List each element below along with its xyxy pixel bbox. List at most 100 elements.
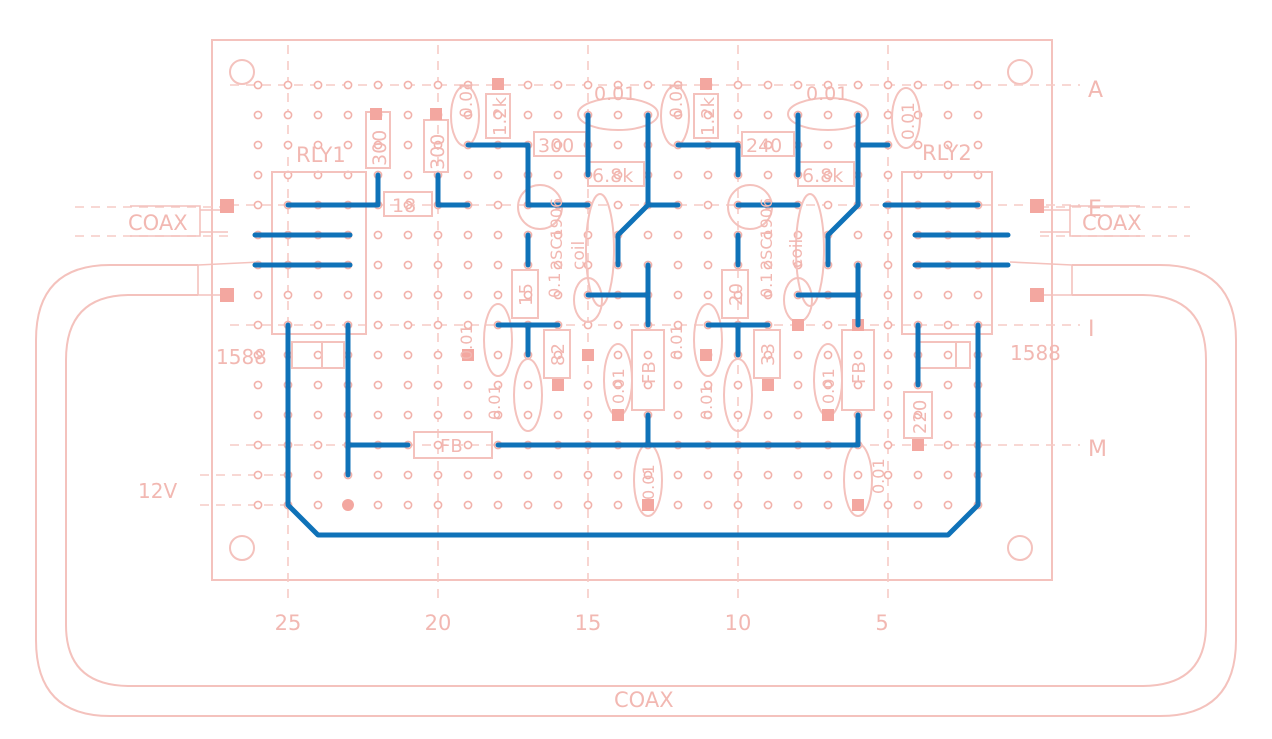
relay-label-1: RLY1 — [296, 143, 346, 167]
board-hole — [373, 410, 383, 420]
board-hole — [373, 380, 383, 390]
board-hole — [403, 110, 413, 120]
capacitor-label: 0.01 — [594, 83, 636, 105]
column-label-25: 25 — [275, 611, 302, 635]
board-hole — [703, 470, 713, 480]
board-hole — [883, 230, 893, 240]
board-hole — [583, 380, 593, 390]
board-hole — [253, 410, 263, 420]
board-hole — [853, 350, 863, 360]
resistor-label: 20 — [726, 283, 747, 306]
relay-label-2: RLY2 — [922, 141, 972, 165]
board-hole — [673, 500, 683, 510]
board-hole — [463, 470, 473, 480]
column-label-5: 5 — [875, 611, 888, 635]
board-hole — [913, 470, 923, 480]
board-hole — [463, 170, 473, 180]
board-hole — [973, 110, 983, 120]
board-hole — [733, 410, 743, 420]
board-hole — [763, 410, 773, 420]
board-hole — [403, 80, 413, 90]
board-hole — [733, 290, 743, 300]
board-hole — [463, 230, 473, 240]
board-hole — [763, 500, 773, 510]
board-hole — [373, 230, 383, 240]
board-hole — [373, 260, 383, 270]
board-hole — [493, 110, 503, 120]
board-hole — [253, 140, 263, 150]
board-hole — [373, 290, 383, 300]
board-hole — [403, 410, 413, 420]
board-hole — [313, 410, 323, 420]
jumper-wires — [252, 112, 1011, 538]
coil-label: coil — [787, 239, 807, 268]
board-hole — [703, 290, 713, 300]
transistor-label: 2SC1906 — [757, 198, 776, 270]
board-hole — [943, 140, 953, 150]
board-hole — [343, 80, 353, 90]
board-hole — [763, 350, 773, 360]
board-hole — [463, 410, 473, 420]
board-hole — [973, 80, 983, 90]
board-outline — [211, 39, 1053, 581]
supply-pad — [342, 499, 354, 511]
board-hole — [853, 80, 863, 90]
board-hole — [403, 320, 413, 330]
board-hole — [433, 290, 443, 300]
resistor-label: 300 — [369, 130, 391, 166]
board-hole — [433, 80, 443, 90]
board-hole — [613, 140, 623, 150]
board-hole — [553, 410, 563, 420]
capacitor-label: 0.01 — [667, 80, 687, 118]
resistor-label: 33 — [758, 343, 779, 366]
board-hole — [583, 500, 593, 510]
board-hole — [313, 140, 323, 150]
board-hole — [283, 80, 293, 90]
row-label-i: I — [1088, 317, 1095, 342]
board-hole — [313, 500, 323, 510]
ferrite-bead-label: FB — [639, 361, 660, 384]
board-hole — [703, 380, 713, 390]
board-hole — [943, 320, 953, 330]
board-hole — [913, 410, 923, 420]
board-hole — [793, 500, 803, 510]
board-hole — [703, 170, 713, 180]
coax-label-right: COAX — [1082, 211, 1142, 235]
board-hole — [943, 350, 953, 360]
board-hole — [553, 230, 563, 240]
board-hole — [553, 500, 563, 510]
board-hole — [463, 440, 473, 450]
column-label-10: 10 — [725, 611, 752, 635]
board-hole — [943, 290, 953, 300]
board-hole — [553, 170, 563, 180]
board-hole — [403, 470, 413, 480]
board-hole — [433, 350, 443, 360]
board-hole — [883, 110, 893, 120]
board-hole — [853, 230, 863, 240]
capacitor-label: 0.01 — [667, 324, 686, 360]
board-hole — [253, 290, 263, 300]
row-label-a: A — [1088, 78, 1103, 103]
board-hole — [583, 410, 593, 420]
column-label-15: 15 — [575, 611, 602, 635]
board-hole — [793, 80, 803, 90]
supply-label: 12V — [138, 479, 177, 503]
board-hole — [523, 470, 533, 480]
board-hole — [823, 80, 833, 90]
board-hole — [703, 230, 713, 240]
board-hole — [943, 470, 953, 480]
board-hole — [553, 290, 563, 300]
mount-hole — [229, 59, 255, 85]
ferrite-bead-label: FB — [849, 361, 870, 384]
board-hole — [253, 380, 263, 390]
board-hole — [793, 410, 803, 420]
board-hole — [883, 260, 893, 270]
board-hole — [823, 140, 833, 150]
board-hole — [313, 320, 323, 330]
board-hole — [343, 140, 353, 150]
board-hole — [643, 80, 653, 90]
board-hole — [283, 140, 293, 150]
board-hole — [883, 500, 893, 510]
resistor-label: 82 — [548, 343, 569, 366]
board-hole — [733, 80, 743, 90]
